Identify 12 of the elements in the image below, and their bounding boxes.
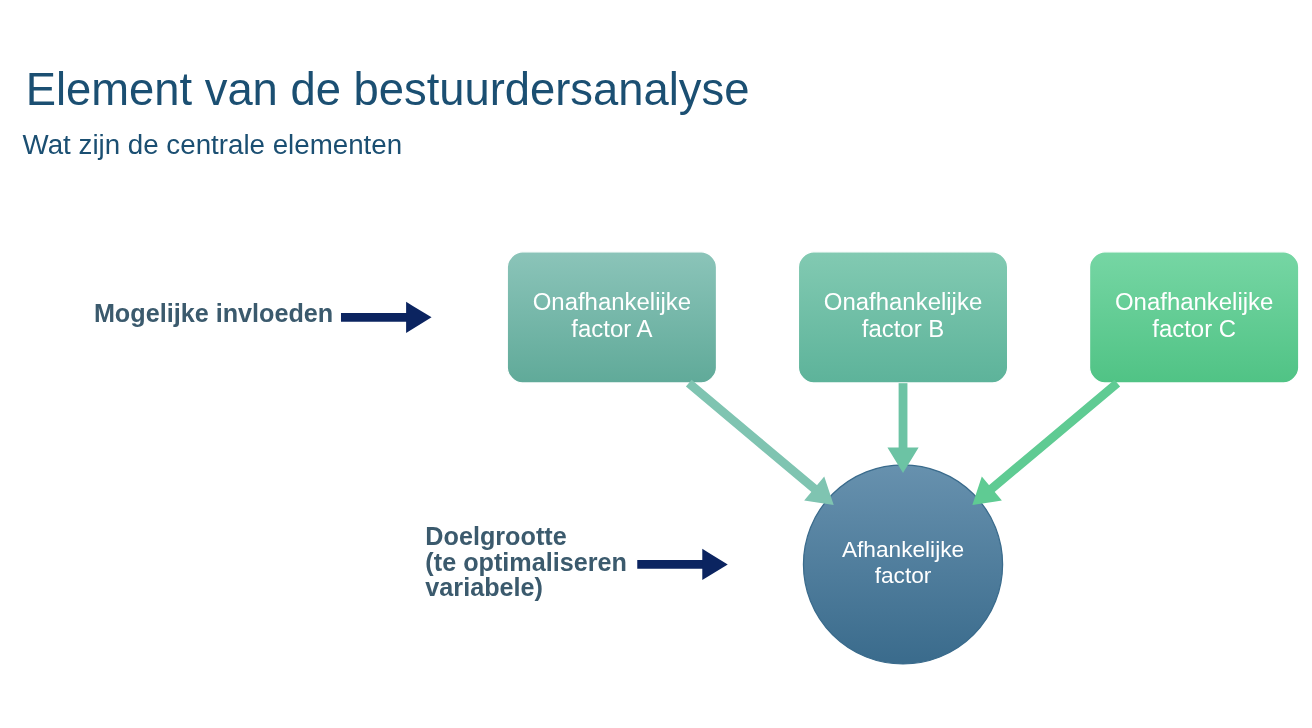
arrow — [637, 548, 728, 580]
arrow — [972, 379, 1121, 505]
node-text: Mogelijke invloeden — [93, 299, 334, 328]
label: Wat zijn de centrale elementen — [22, 129, 403, 161]
node-box: Onafhankelijke factor B — [797, 251, 1009, 384]
arrow — [341, 301, 432, 333]
node-box: Onafhankelijke factor C — [1088, 251, 1300, 384]
diagram-title: Element van de bestuurdersanalyse — [25, 64, 750, 116]
arrow — [685, 379, 834, 505]
node-text: Doelgrootte (te optimaliseren variabele) — [425, 522, 627, 601]
node-box: Onafhankelijke factor A — [506, 251, 718, 384]
arrow — [887, 383, 919, 473]
